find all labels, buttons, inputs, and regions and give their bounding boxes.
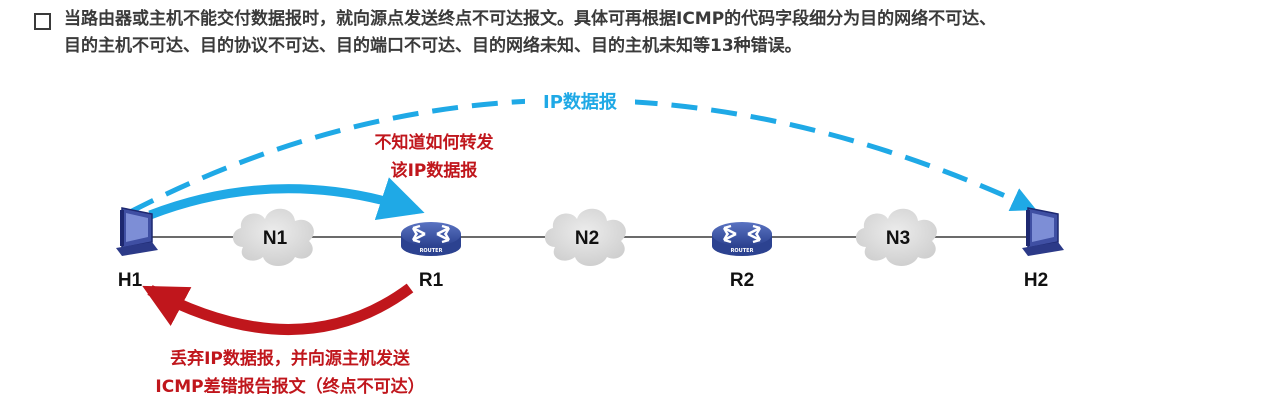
ip-datagram-label: IP数据报	[543, 91, 617, 113]
icmp-return-arrow	[142, 283, 414, 335]
network-cloud-n3: N3	[855, 208, 937, 266]
description-line-2: 目的主机不可达、目的协议不可达、目的端口不可达、目的网络未知、目的主机未知等13…	[64, 36, 802, 56]
router-r1: ROUTER R1	[401, 222, 461, 291]
network-label-n1: N1	[263, 228, 288, 249]
dashed-label-bg	[525, 86, 635, 114]
router-badge-r1: ROUTER	[420, 248, 443, 254]
host-label-h2: H2	[1024, 270, 1048, 291]
description-line-1: 当路由器或主机不能交付数据报时，就向源点发送终点不可达报文。具体可再根据ICMP…	[64, 9, 997, 29]
ip-datagram-dashed-arrow	[128, 97, 1037, 215]
host-label-h1: H1	[118, 270, 143, 291]
network-cloud-n1: N1	[232, 208, 314, 266]
network-label-n2: N2	[575, 228, 599, 249]
forward-label-line-2: 该IP数据报	[391, 160, 478, 181]
router-r2: ROUTER R2	[712, 222, 772, 291]
router-arrows-icon	[411, 224, 451, 244]
router-label-r1: R1	[419, 270, 444, 291]
checkbox-bullet	[34, 13, 51, 30]
host-h1: H1	[116, 207, 158, 291]
forward-arrow	[148, 177, 425, 221]
network-cloud-n2: N2	[544, 208, 626, 266]
forward-label-line-1: 不知道如何转发	[375, 132, 495, 153]
return-label-line-2: ICMP差错报告报文（终点不可达）	[155, 376, 424, 397]
router-label-r2: R2	[730, 270, 754, 291]
host-h2: H2	[1022, 207, 1064, 291]
description-paragraph: 当路由器或主机不能交付数据报时，就向源点发送终点不可达报文。具体可再根据ICMP…	[64, 6, 1234, 60]
network-label-n3: N3	[886, 228, 910, 249]
return-label-line-1: 丢弃IP数据报，并向源主机发送	[170, 348, 411, 369]
router-badge-r2: ROUTER	[731, 248, 754, 254]
router-arrows-icon	[722, 224, 762, 244]
